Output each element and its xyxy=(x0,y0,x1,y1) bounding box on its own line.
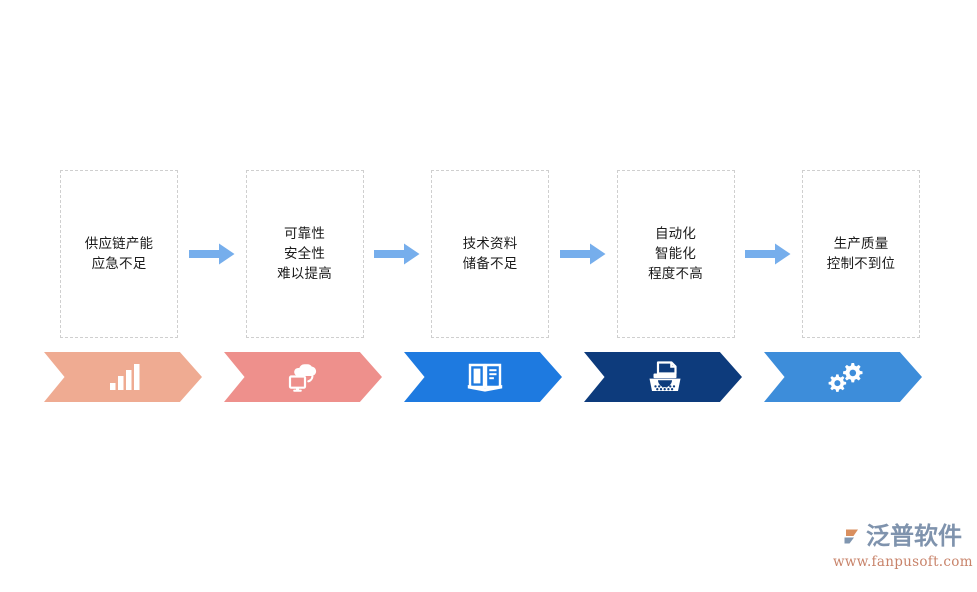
chevron-5[interactable] xyxy=(764,352,922,402)
watermark-brand-row: 泛普软件 xyxy=(833,520,963,552)
stage-box-3[interactable]: 技术资料 储备不足 xyxy=(431,170,549,338)
cloud-computer-sync-icon xyxy=(288,364,317,392)
watermark: 泛普软件 www.fanpusoft.com xyxy=(833,520,973,576)
typewriter-icon xyxy=(649,361,681,391)
stage-label-1: 供应链产能 应急不足 xyxy=(84,236,154,272)
fanpu-logo-icon xyxy=(836,523,858,549)
chevron-2[interactable] xyxy=(224,352,382,402)
right-arrow-icon xyxy=(745,243,791,265)
chevron-4[interactable] xyxy=(584,352,742,402)
chevron-band xyxy=(44,352,937,402)
chevron-3[interactable] xyxy=(404,352,562,402)
stage-box-4[interactable]: 自动化 智能化 程度不高 xyxy=(616,170,735,338)
right-arrow-icon xyxy=(374,243,420,265)
connector-2 xyxy=(364,170,432,338)
stage-label-4: 自动化 智能化 程度不高 xyxy=(648,226,703,282)
stage-box-1[interactable]: 供应链产能 应急不足 xyxy=(60,170,178,338)
gears-icon xyxy=(828,363,863,392)
process-flow-row: 供应链产能 应急不足 可靠性 安全性 难以提高 技术资料 储备不足 自动化 智能… xyxy=(60,170,920,338)
connector-1 xyxy=(178,170,246,338)
stage-box-2[interactable]: 可靠性 安全性 难以提高 xyxy=(245,170,364,338)
connector-4 xyxy=(735,170,803,338)
open-book-icon xyxy=(467,363,503,392)
right-arrow-icon xyxy=(559,243,606,265)
bar-chart-icon xyxy=(110,364,140,390)
connector-3 xyxy=(549,170,617,338)
chevron-1[interactable] xyxy=(44,352,202,402)
stage-label-3: 技术资料 储备不足 xyxy=(462,236,518,272)
stage-label-2: 可靠性 安全性 难以提高 xyxy=(277,226,332,282)
right-arrow-icon xyxy=(188,243,235,265)
stage-label-5: 生产质量 控制不到位 xyxy=(826,236,896,272)
watermark-url: www.fanpusoft.com xyxy=(833,554,973,570)
stage-box-5[interactable]: 生产质量 控制不到位 xyxy=(802,170,920,338)
watermark-brand: 泛普软件 xyxy=(866,522,962,550)
